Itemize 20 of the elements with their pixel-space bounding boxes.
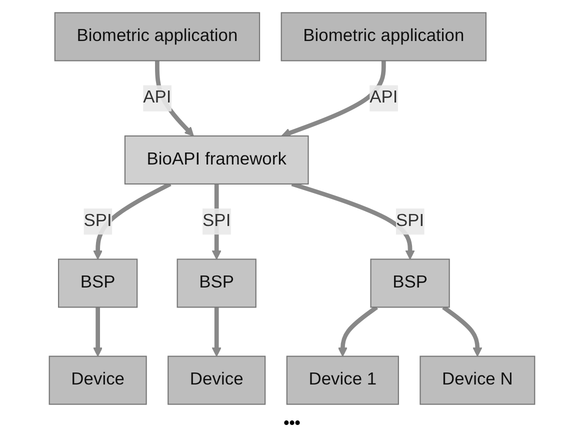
edge-label: SPI [84,212,112,230]
edge-label: API [143,88,172,108]
edge-label: SPI [202,212,231,230]
node-box: BSP [176,258,256,308]
node-box: BSP [58,258,138,308]
node-box: Biometric application [280,12,487,62]
node-box: Biometric application [54,12,260,62]
node-box: BioAPI framework [124,135,309,184]
arrow [281,60,386,138]
edge-label: SPI [396,212,424,230]
arrow [93,307,103,357]
node-box: BSP [370,258,450,308]
ellipsis-mark: ••• [284,415,300,432]
arrow [442,305,482,357]
node-box: Device [168,356,266,405]
node-box: Device N [420,356,536,405]
node-box: Device [48,356,147,405]
arrow [212,307,222,357]
node-box: Device 1 [286,356,399,405]
edge-label: API [370,88,398,108]
